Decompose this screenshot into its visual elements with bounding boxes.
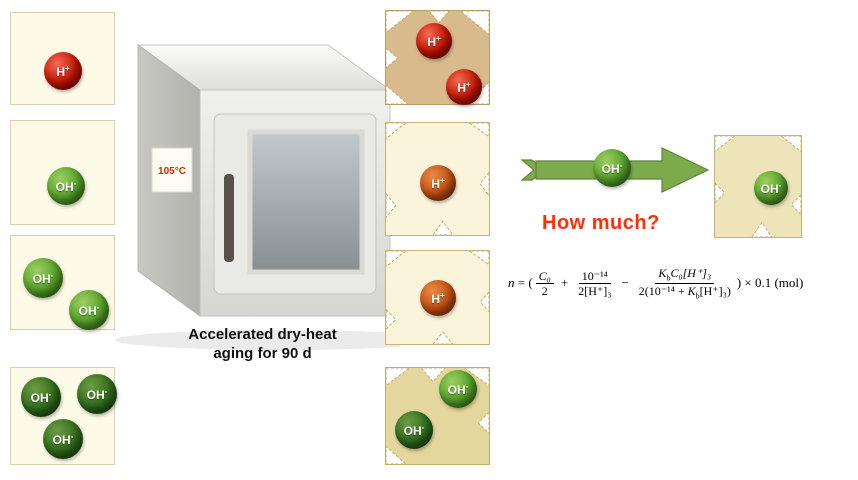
- ion-label: H+: [431, 290, 445, 306]
- initial-sample-box: H+: [10, 12, 115, 105]
- how-much-question: How much?: [542, 212, 660, 234]
- oven-door-window: [247, 129, 365, 275]
- ion-label: OH-: [760, 180, 782, 196]
- initial-sample-box: OH-: [10, 120, 115, 225]
- formula-fraction-2: 10⁻¹⁴ 2[H⁺]₃: [578, 268, 612, 298]
- ion-label: H+: [457, 79, 471, 95]
- oven-shadow: [115, 330, 400, 350]
- h-ion: H+: [420, 280, 456, 316]
- oh-ion: OH-: [439, 370, 477, 408]
- oven-door-handle: [224, 174, 234, 262]
- ion-label: H+: [431, 175, 445, 191]
- h-ion: H+: [420, 165, 456, 201]
- ion-label: OH-: [601, 160, 623, 176]
- ion-label: H+: [56, 63, 70, 79]
- ion-label: OH-: [55, 178, 77, 194]
- initial-sample-box: OH- OH-: [10, 235, 115, 330]
- oven-display-panel: [151, 147, 193, 193]
- result-sample-box: OH-: [714, 135, 802, 238]
- aged-sample-box: OH- OH-: [385, 367, 490, 465]
- ion-label: OH-: [78, 302, 100, 318]
- ion-label: OH-: [403, 422, 425, 438]
- aged-sample-box: H+ H+: [385, 10, 490, 105]
- oven-caption: Accelerated dry-heat aging for 90 d: [140, 326, 385, 364]
- ion-label: OH-: [30, 389, 52, 405]
- oh-ion: OH-: [593, 149, 631, 187]
- formula: n = ( C₀ 2 + 10⁻¹⁴ 2[H⁺]₃ − KbC₀[H⁺]₃ 2(…: [508, 266, 803, 301]
- oh-ion: OH-: [23, 258, 63, 298]
- oven-temperature-label: 105°C: [158, 166, 186, 177]
- formula-equals: = (: [514, 275, 533, 291]
- oh-ion: OH-: [43, 419, 83, 459]
- ion-label: H+: [427, 33, 441, 49]
- oven-caption-line1: Accelerated dry-heat: [188, 326, 337, 343]
- formula-fraction-3: KbC₀[H⁺]₃ 2(10⁻¹⁴ + Kb[H⁺]₃): [638, 266, 731, 301]
- formula-tail: ) × 0.1 (mol): [736, 275, 804, 291]
- oh-ion: OH-: [754, 171, 788, 205]
- formula-plus: +: [560, 275, 569, 291]
- ion-label: OH-: [32, 270, 54, 286]
- oven-caption-line2: aging for 90 d: [213, 344, 312, 362]
- h-ion: H+: [446, 69, 482, 105]
- initial-sample-box: OH- OH- OH-: [10, 367, 117, 465]
- formula-minus: −: [621, 275, 629, 291]
- formula-lhs-variable: n: [508, 275, 515, 291]
- oven-illustration: 105°C: [115, 44, 400, 350]
- aged-sample-box: H+: [385, 122, 490, 236]
- oh-ion: OH-: [21, 377, 61, 417]
- oh-ion: OH-: [77, 374, 117, 414]
- formula-fraction-1: C₀ 2: [535, 269, 554, 299]
- oh-ion: OH-: [395, 411, 433, 449]
- aged-sample-box: H+: [385, 250, 490, 345]
- ion-label: OH-: [52, 431, 74, 447]
- h-ion: H+: [416, 23, 452, 59]
- h-ion: H+: [44, 52, 82, 90]
- ion-label: OH-: [86, 386, 108, 402]
- oh-ion: OH-: [69, 290, 109, 330]
- oh-ion: OH-: [47, 167, 85, 205]
- ion-label: OH-: [447, 381, 469, 397]
